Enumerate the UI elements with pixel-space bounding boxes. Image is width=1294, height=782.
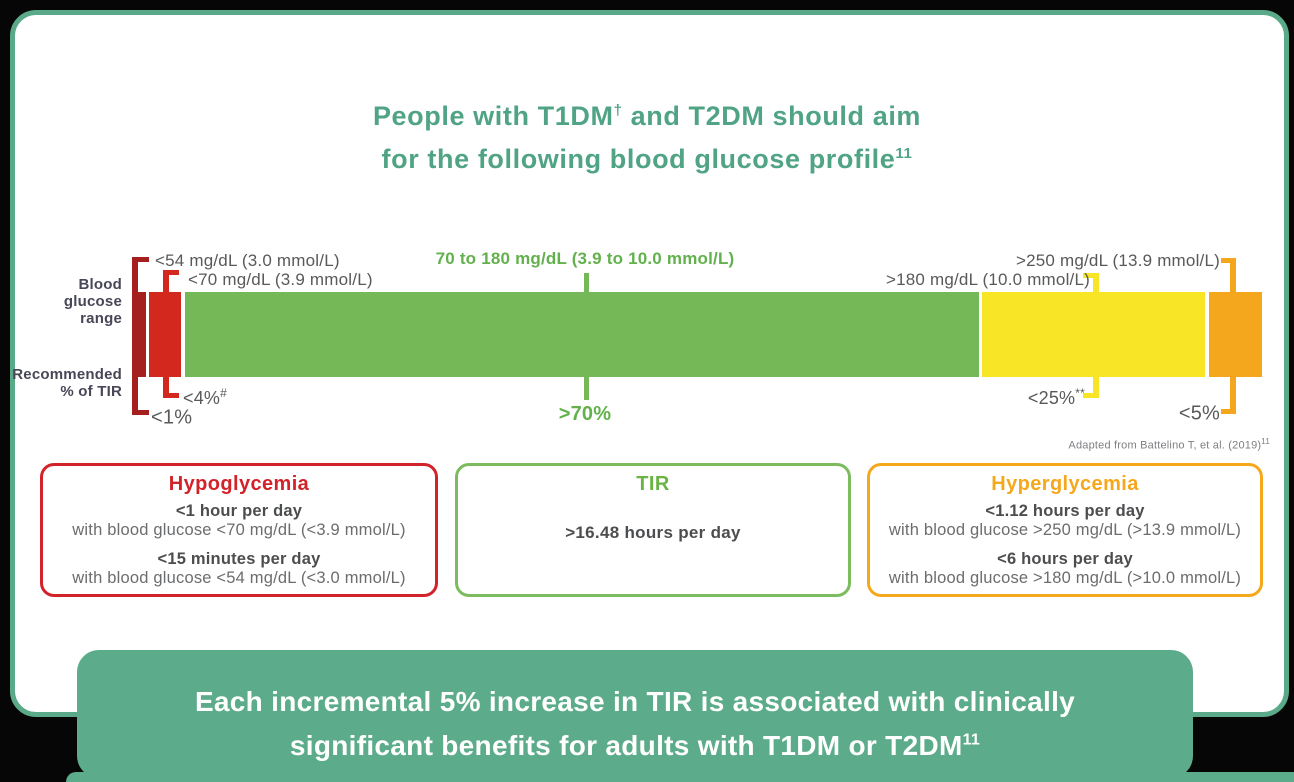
- label-very-high-range: >250 mg/dL (13.9 mmol/L): [1015, 251, 1220, 270]
- page-title-line-1: People with T1DM† and T2DM should aim: [372, 101, 922, 131]
- bracket-low-top-arm: [163, 270, 179, 275]
- bracket-very-low-stem: [132, 257, 138, 415]
- label-in-range: 70 to 180 mg/dL (3.9 to 10.0 mmol/L): [435, 249, 735, 268]
- bracket-very-low-top-arm: [132, 257, 149, 262]
- next-card-peek: [66, 772, 1294, 782]
- dagger-superscript: †: [613, 102, 623, 119]
- bar-segment-in-range: [185, 292, 979, 377]
- label-high-range: >180 mg/dL (10.0 mmol/L): [885, 270, 1090, 289]
- tir-value: >16.48 hours per day: [565, 523, 741, 542]
- row-label-blood-glucose-range: Blood glucose range: [63, 276, 122, 327]
- bracket-low-stem: [163, 270, 169, 398]
- bracket-very-high-stem: [1230, 258, 1236, 414]
- hypoglycemia-row2-text: with blood glucose <54 mg/dL (<3.0 mmol/…: [72, 569, 406, 587]
- chart-attribution: Adapted from Battelino T, et al. (2019)1…: [1068, 437, 1270, 452]
- hyperglycemia-row2-text: with blood glucose >180 mg/dL (>10.0 mmo…: [888, 569, 1242, 587]
- hyperglycemia-row1-text: with blood glucose >250 mg/dL (>13.9 mmo…: [888, 521, 1242, 539]
- info-box-hypoglycemia: Hypoglycemia <1 hour per day with blood …: [40, 463, 438, 597]
- row-label-recommended-tir: Recommended % of TIR: [12, 366, 122, 400]
- info-box-tir: TIR >16.48 hours per day: [455, 463, 851, 597]
- bracket-high-top-arm: [1083, 273, 1099, 278]
- page-title-line-2: for the following blood glucose profile1…: [381, 144, 913, 174]
- bracket-very-low-bottom-arm: [132, 410, 149, 415]
- label-low-range: <70 mg/dL (3.9 mmol/L): [188, 270, 373, 289]
- hypoglycemia-row1-bold: <1 hour per day: [175, 502, 303, 520]
- banner-line-2: significant benefits for adults with T1D…: [289, 730, 981, 762]
- bracket-very-high-top-arm: [1221, 258, 1236, 263]
- tir-title: TIR: [636, 473, 670, 495]
- key-message-banner: Each incremental 5% increase in TIR is a…: [77, 650, 1193, 778]
- label-in-range-tir: >70%: [558, 403, 612, 425]
- label-very-high-tir: <5%: [1178, 402, 1220, 425]
- bracket-low-bottom-arm: [163, 393, 179, 398]
- bracket-very-high-bottom-arm: [1221, 409, 1236, 414]
- hyperglycemia-row2-bold: <6 hours per day: [997, 550, 1133, 568]
- bracket-high-bottom-arm: [1083, 393, 1099, 398]
- hypoglycemia-row2-bold: <15 minutes per day: [157, 550, 321, 568]
- banner-line-1: Each incremental 5% increase in TIR is a…: [194, 686, 1076, 717]
- hypoglycemia-title: Hypoglycemia: [168, 473, 310, 495]
- label-high-tir: <25%**: [1027, 386, 1085, 408]
- hyperglycemia-row1-bold: <1.12 hours per day: [985, 502, 1145, 520]
- hypoglycemia-row1-text: with blood glucose <70 mg/dL (<3.9 mmol/…: [72, 521, 406, 539]
- bracket-high-stem: [1093, 273, 1099, 398]
- tick-in-range: [584, 273, 589, 400]
- label-very-low-tir: <1%: [151, 406, 193, 429]
- label-low-tir: <4%#: [183, 386, 228, 408]
- page-title: People with T1DM† and T2DM should aim fo…: [0, 92, 1294, 178]
- info-box-hyperglycemia: Hyperglycemia <1.12 hours per day with b…: [867, 463, 1263, 597]
- hyperglycemia-title: Hyperglycemia: [991, 473, 1139, 495]
- reference-superscript: 11: [895, 145, 913, 162]
- label-very-low-range: <54 mg/dL (3.0 mmol/L): [155, 251, 340, 270]
